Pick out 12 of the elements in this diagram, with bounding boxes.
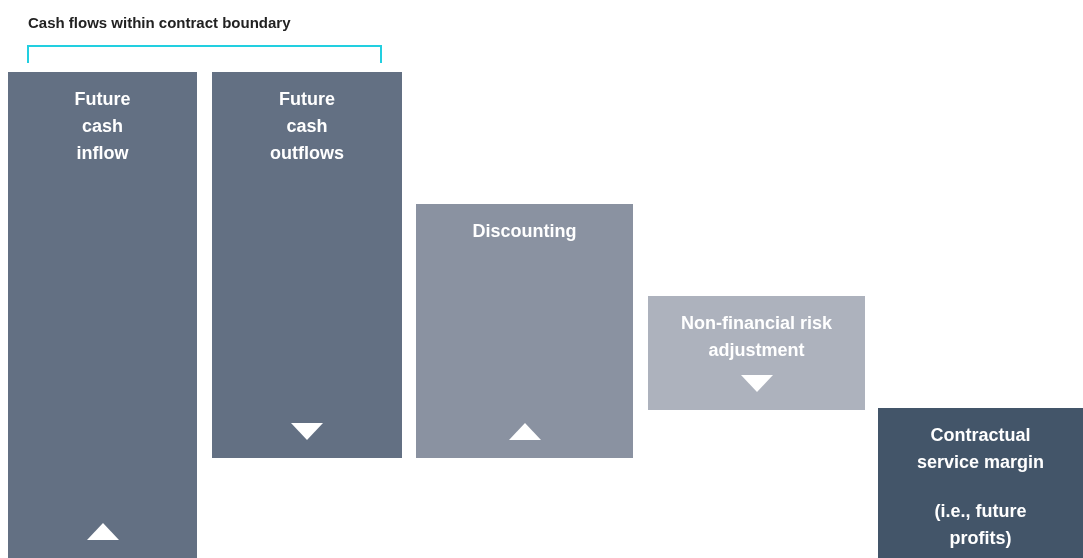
bar-block [212,72,402,458]
block-title: Non-financial risk adjustment [680,312,833,362]
bar-block [416,204,633,458]
bar-block [648,296,865,410]
bracket-heading: Cash flows within contract boundary [28,14,291,31]
block-title: Future cash inflow [73,88,132,165]
block-title: Future cash outflows [269,88,345,165]
block-title: Contractual service margin [915,424,1046,474]
bar-block [8,72,197,558]
block-note: (i.e., future profits) [933,500,1028,550]
block-title: Discounting [471,220,578,243]
bar-block [878,408,1083,558]
